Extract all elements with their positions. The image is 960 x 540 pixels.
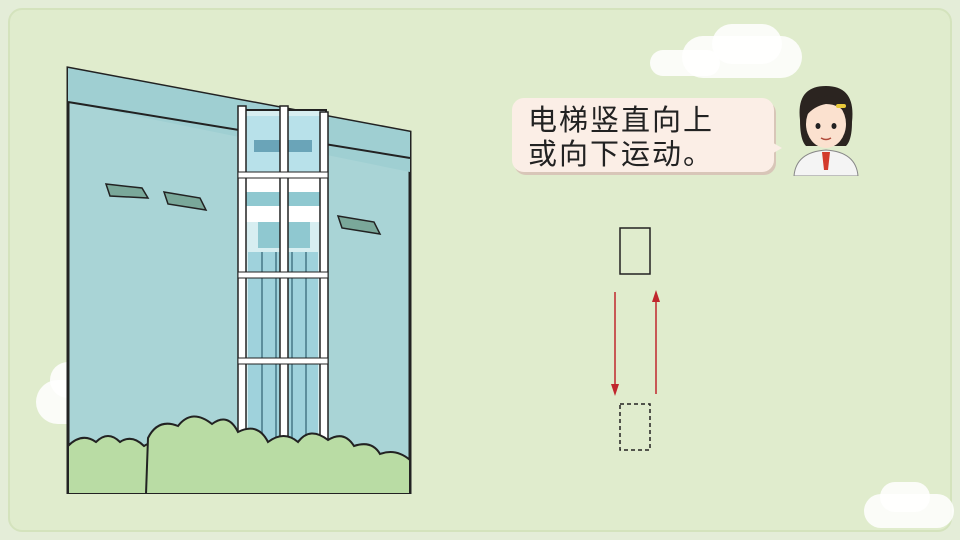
elevator-motion-diagram [611, 227, 660, 451]
elevator-shaft [237, 105, 329, 457]
wall-vent-1 [104, 183, 382, 235]
elevator-start-box [619, 227, 651, 275]
up-arrow-head [652, 290, 660, 302]
girl-avatar-icon [793, 86, 859, 176]
down-arrow-head [611, 384, 619, 396]
speech-bubble [512, 98, 774, 172]
speech-line-2: 或向下运动。 [528, 137, 715, 171]
speech-line-1: 电梯竖直向上 [528, 103, 715, 137]
bushes [67, 415, 411, 494]
speech-bubble-tail [768, 140, 782, 156]
glass-elevator-building-illustration [66, 66, 412, 494]
speech-text: 电梯竖直向上 或向下运动。 [528, 103, 768, 171]
elevator-end-box [619, 403, 651, 451]
